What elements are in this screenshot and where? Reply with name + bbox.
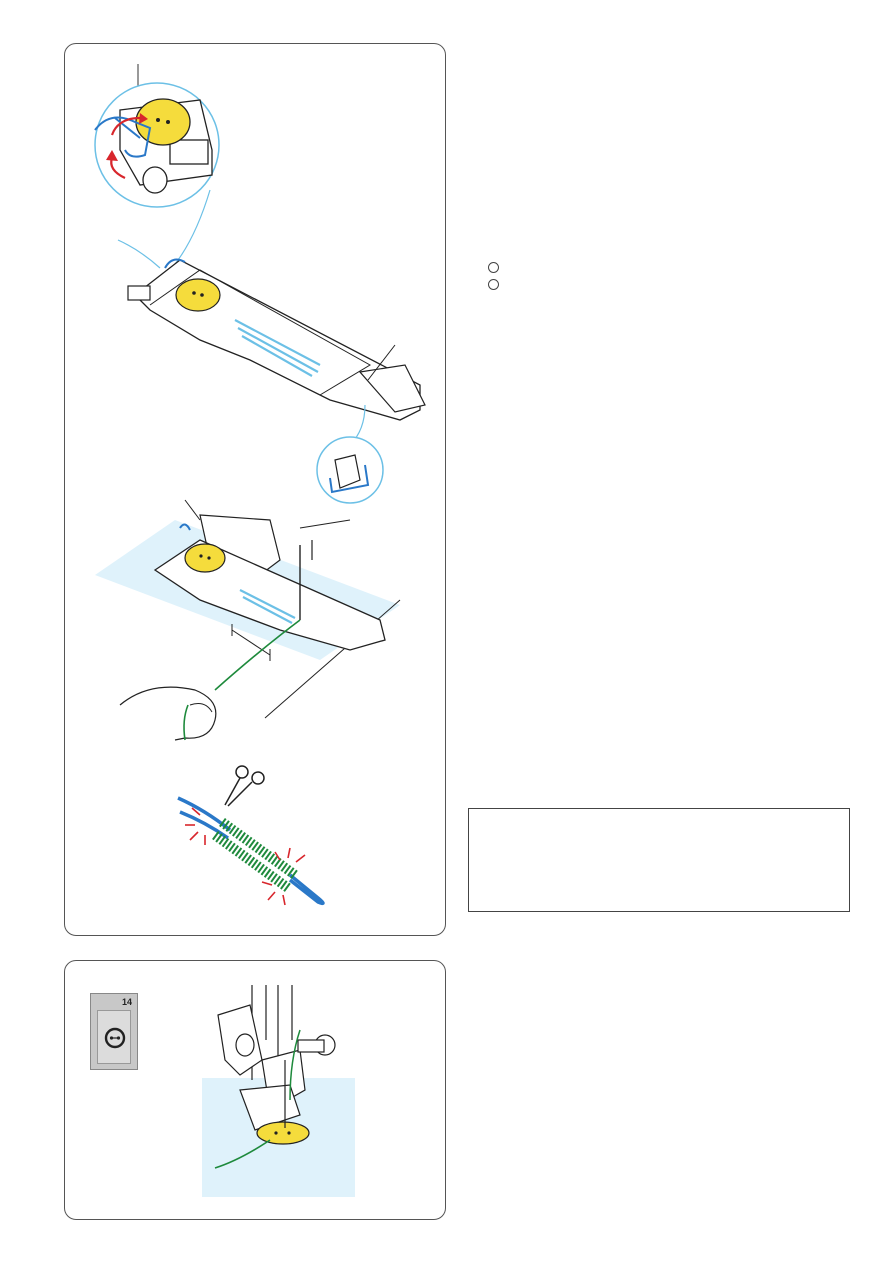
button-icon	[256, 1121, 310, 1145]
button-sew-icon	[104, 1027, 126, 1049]
button-holder-inset	[94, 64, 220, 269]
pattern-key-face	[97, 1010, 131, 1064]
button-icon	[175, 278, 221, 312]
reference-marker-1	[488, 262, 499, 273]
pattern-14-key: 14	[90, 993, 138, 1070]
note-box	[468, 808, 850, 912]
button-icon	[184, 543, 226, 573]
hand-icon	[119, 686, 217, 741]
release-lever-inset	[316, 404, 384, 504]
pattern-number: 14	[121, 997, 132, 1007]
reference-marker-2	[488, 279, 499, 290]
button-icon	[135, 98, 191, 146]
button-sewing-foot	[202, 985, 355, 1197]
sewing-on-fabric	[95, 499, 401, 741]
scissors-icon	[224, 765, 265, 807]
buttonhole-foot	[127, 258, 426, 421]
cut-marks	[185, 807, 306, 906]
cut-threads-diagram	[177, 765, 325, 906]
